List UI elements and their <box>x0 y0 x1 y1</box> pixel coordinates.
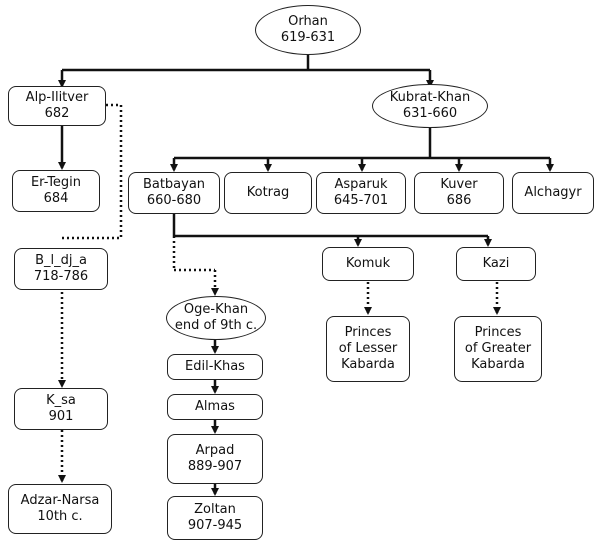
edge-batbayan-ogekhan <box>172 236 219 296</box>
node-adzar-narsa: Adzar-Narsa 10th c. <box>8 484 112 534</box>
node-alp-ilitver-years: 682 <box>44 106 70 121</box>
node-princes-lesser-kabarda: Princes of Lesser Kabarda <box>326 316 410 382</box>
node-princes-greater-line2: of Greater <box>464 341 532 356</box>
node-kotrag-name: Kotrag <box>246 185 290 200</box>
node-kazi: Kazi <box>456 247 536 281</box>
node-kotrag: Kotrag <box>224 172 312 214</box>
node-princes-greater-kabarda: Princes of Greater Kabarda <box>454 316 542 382</box>
node-oge-khan-name: Oge-Khan <box>183 302 249 317</box>
node-kubrat-khan-years: 631-660 <box>402 106 458 121</box>
node-kubrat-khan: Kubrat-Khan 631-660 <box>372 84 488 128</box>
node-asparuk: Asparuk 645-701 <box>316 172 406 214</box>
node-alp-ilitver-name: Alp-Ilitver <box>25 90 89 105</box>
node-almas: Almas <box>167 394 263 420</box>
node-adzar-narsa-name: Adzar-Narsa <box>20 493 100 508</box>
node-almas-name: Almas <box>195 399 235 414</box>
node-b-l-dj-a: B_l_dj_a 718-786 <box>14 248 108 290</box>
node-zoltan: Zoltan 907-945 <box>167 496 263 540</box>
node-zoltan-years: 907-945 <box>187 518 243 533</box>
node-er-tegin: Er-Tegin 684 <box>12 170 100 212</box>
node-k-sa-name: K_sa <box>46 393 76 408</box>
node-orhan-name: Orhan <box>288 14 328 29</box>
node-asparuk-name: Asparuk <box>334 177 388 192</box>
node-oge-khan-years: end of 9th c. <box>174 318 258 333</box>
node-kuver-years: 686 <box>446 193 472 208</box>
node-kubrat-khan-name: Kubrat-Khan <box>389 90 471 105</box>
node-arpad-years: 889-907 <box>187 459 243 474</box>
node-oge-khan: Oge-Khan end of 9th c. <box>166 296 266 340</box>
node-edil-khas: Edil-Khas <box>167 354 263 380</box>
node-alchagyr-name: Alchagyr <box>524 185 582 200</box>
node-k-sa: K_sa 901 <box>14 388 108 430</box>
node-kuver: Kuver 686 <box>414 172 504 214</box>
edge-orhan-children <box>58 55 434 88</box>
node-zoltan-name: Zoltan <box>194 502 236 517</box>
node-komuk: Komuk <box>322 247 414 281</box>
node-princes-greater-line3: Kabarda <box>471 357 525 372</box>
node-edil-khas-name: Edil-Khas <box>185 359 245 374</box>
node-arpad: Arpad 889-907 <box>167 434 263 484</box>
edge-kubrat-sons <box>170 125 554 172</box>
node-princes-lesser-line1: Princes <box>344 325 392 340</box>
node-princes-lesser-line3: Kabarda <box>341 357 395 372</box>
edge-batbayan-komuk-kazi <box>172 213 492 247</box>
node-k-sa-years: 901 <box>48 409 74 424</box>
node-arpad-name: Arpad <box>195 443 235 458</box>
node-batbayan-years: 660-680 <box>146 193 202 208</box>
node-er-tegin-years: 684 <box>43 191 69 206</box>
node-adzar-narsa-years: 10th c. <box>37 509 83 524</box>
edge-komuk-kazi-princes <box>364 282 501 315</box>
node-kazi-name: Kazi <box>482 256 510 271</box>
node-b-l-dj-a-years: 718-786 <box>33 269 89 284</box>
edge-alp-bldja <box>62 103 123 240</box>
node-asparuk-years: 645-701 <box>333 193 389 208</box>
node-er-tegin-name: Er-Tegin <box>30 175 82 190</box>
node-princes-greater-line1: Princes <box>474 325 522 340</box>
node-princes-lesser-line2: of Lesser <box>338 341 398 356</box>
node-batbayan: Batbayan 660-680 <box>128 172 220 214</box>
node-orhan: Orhan 619-631 <box>255 5 361 55</box>
node-kuver-name: Kuver <box>440 177 478 192</box>
node-alchagyr: Alchagyr <box>512 172 594 214</box>
node-batbayan-name: Batbayan <box>142 177 206 192</box>
node-orhan-years: 619-631 <box>280 30 336 45</box>
node-b-l-dj-a-name: B_l_dj_a <box>35 253 87 268</box>
node-komuk-name: Komuk <box>345 256 391 271</box>
node-alp-ilitver: Alp-Ilitver 682 <box>8 86 106 126</box>
